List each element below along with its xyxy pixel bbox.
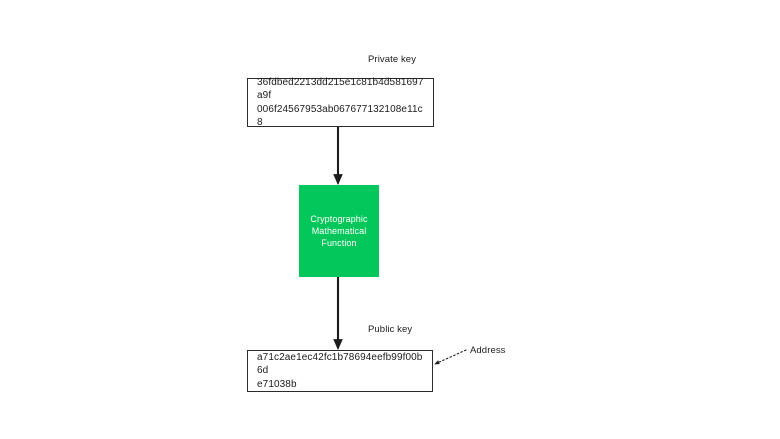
public-key-label: Public key <box>368 324 413 335</box>
public-key-box[interactable]: a71c2ae1ec42fc1b78694eefb99f00b6d e71038… <box>247 350 433 392</box>
address-label: Address <box>470 345 506 356</box>
connector-address-to-public <box>434 349 467 365</box>
cryptographic-function-label: Cryptographic Mathematical Function <box>310 214 368 248</box>
private-key-box[interactable]: 36fdbed2213dd215e1c81b4d581697a9f 006f24… <box>247 76 434 129</box>
cryptographic-function-node[interactable]: Cryptographic Mathematical Function <box>299 185 379 277</box>
private-key-value: 36fdbed2213dd215e1c81b4d581697a9f 006f24… <box>257 76 424 129</box>
public-key-value: a71c2ae1ec42fc1b78694eefb99f00b6d e71038… <box>257 351 423 390</box>
private-key-label: Private key <box>368 54 417 65</box>
